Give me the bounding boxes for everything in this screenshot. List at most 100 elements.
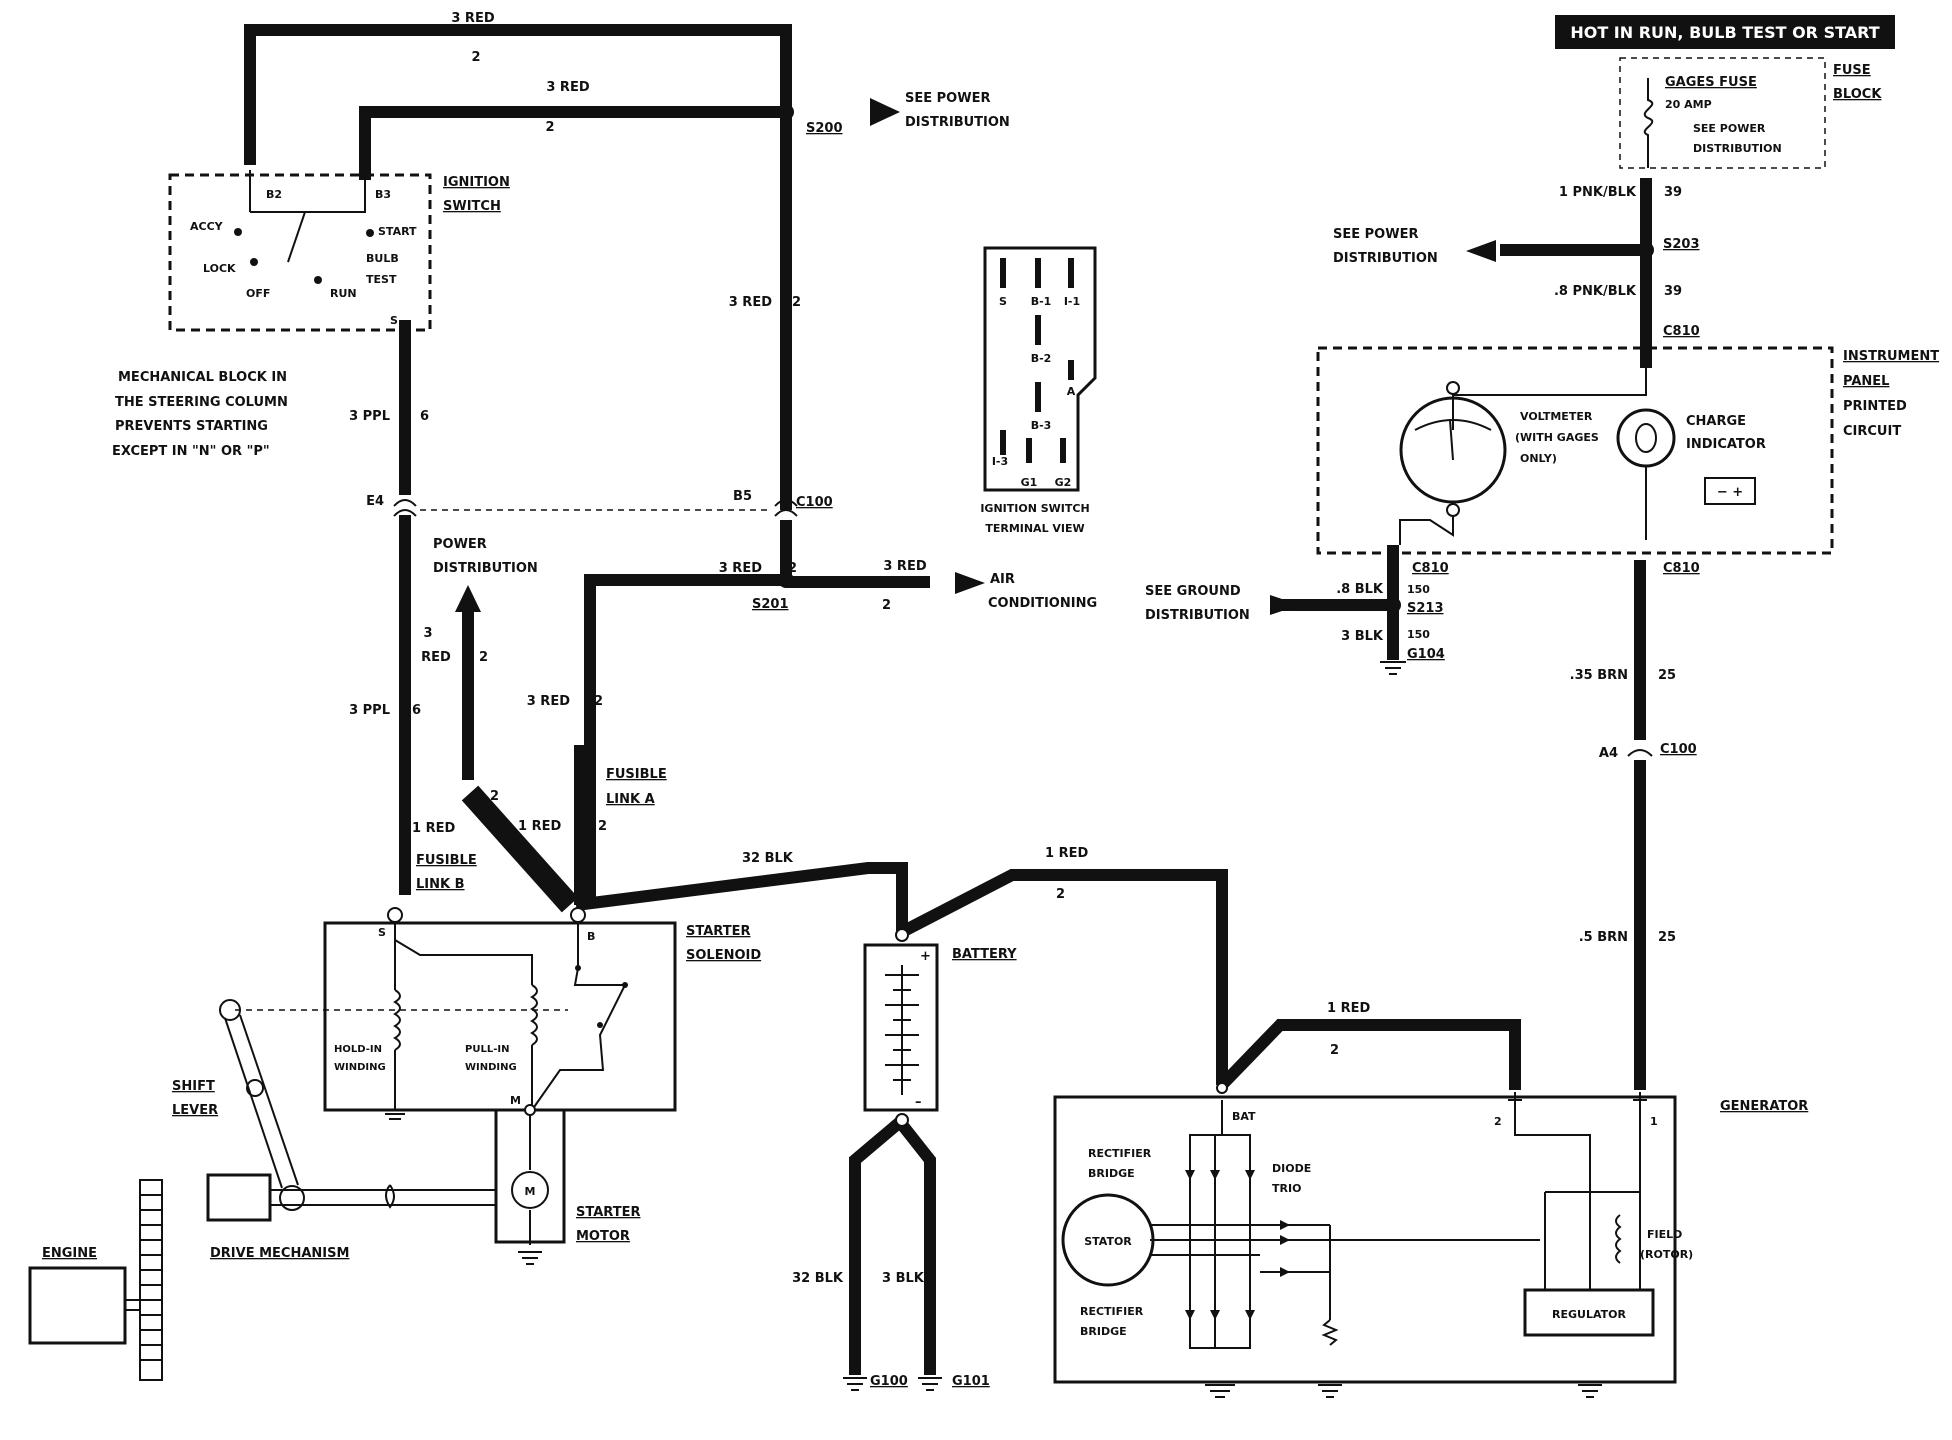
connector-c810-b: C810 [1412, 561, 1449, 576]
fusible-b-label-2: LINK B [416, 877, 465, 892]
voltmeter-label-3: ONLY) [1520, 452, 1557, 465]
wire-2-v-label: 2 [792, 295, 801, 310]
pullin-lead [394, 939, 533, 1110]
terminal-caption-1: IGNITION SWITCH [980, 502, 1089, 515]
fuse-note-1: SEE POWER [1693, 122, 1766, 135]
wire-2-top-label: 2 [471, 50, 480, 65]
arrowheads [455, 98, 1496, 615]
starter-motor-label-1: STARTER [576, 1205, 640, 1220]
splices [778, 104, 1654, 613]
connector-c100: C100 [796, 495, 833, 510]
see-ground-1: SEE GROUND [1145, 584, 1241, 599]
ignition-test: TEST [366, 273, 397, 286]
thick-wires [244, 24, 1652, 1375]
diode-trio-2: TRIO [1272, 1182, 1301, 1195]
ignition-run: RUN [330, 287, 357, 300]
shift-lever-pivot-bottom [279, 1185, 305, 1211]
charge-indicator-bulb [1635, 423, 1657, 453]
wire-1red-bat [899, 869, 1228, 1085]
arrow-see-ground [1270, 595, 1300, 615]
fusible-a-label-2: LINK A [606, 792, 655, 807]
splice-s201 [778, 572, 794, 588]
connector-a4: A4 [1599, 746, 1618, 761]
panel-label-4: CIRCUIT [1843, 424, 1901, 439]
panel-label-3: PRINTED [1843, 399, 1907, 414]
ignition-off: OFF [246, 287, 270, 300]
wire-1red-gen-label: 1 RED [1327, 1001, 1370, 1016]
wire-1red-gen [1217, 1019, 1521, 1090]
instrument-panel-outline [1316, 346, 1834, 555]
connector-s203: S203 [1663, 237, 1700, 252]
panel-trace-top [1452, 368, 1647, 430]
voltmeter-scale [1414, 419, 1492, 431]
terminal-s: S [999, 295, 1007, 308]
voltmeter-ground-trace [1399, 516, 1454, 545]
generator-ground-2 [1318, 1384, 1342, 1398]
wire-3red-v-label: 3 RED [729, 295, 772, 310]
wire-25b-label: 25 [1658, 930, 1676, 945]
wire-3red-s201-label: 3 RED [719, 561, 762, 576]
flywheel-teeth [140, 1194, 162, 1361]
connector-c810-a: C810 [1663, 324, 1700, 339]
connector-c100b-symbol [1627, 749, 1653, 757]
voltmeter-needle [1449, 419, 1454, 461]
arrow-see-power-left [1466, 240, 1496, 262]
battery-box [863, 943, 939, 1112]
battery-warning-icon [1704, 477, 1756, 505]
diode-trio-1: DIODE [1272, 1162, 1311, 1175]
holdin-label-2: WINDING [334, 1062, 386, 1073]
fusible-link-b [461, 785, 579, 913]
mech-note-1: MECHANICAL BLOCK IN [118, 370, 287, 385]
wire-1pnk-label: 1 PNK/BLK [1559, 185, 1637, 200]
generator-t2: 2 [1494, 1115, 1502, 1128]
starter-solenoid-label-1: STARTER [686, 924, 750, 939]
battery-positive-terminal [895, 928, 909, 942]
fuse-block-label-2: BLOCK [1833, 87, 1882, 102]
generator-box [1053, 1095, 1677, 1384]
wire-39b-label: 39 [1664, 284, 1682, 299]
holdin-coil [393, 989, 401, 1051]
field-leads [1544, 1191, 1640, 1290]
pullin-coil [530, 984, 538, 1046]
generator-ground-1 [1205, 1384, 1235, 1398]
engine-block [28, 1266, 127, 1345]
wire-6-b-label: 6 [412, 703, 421, 718]
arrow-power-distribution [455, 585, 481, 612]
connector-c100-b: C100 [1660, 742, 1697, 757]
wire-150b-label: 150 [1407, 628, 1430, 641]
mech-note-4: EXCEPT IN "N" OR "P" [112, 444, 270, 459]
solenoid-s-terminal [387, 907, 403, 923]
gages-fuse-label: GAGES FUSE [1665, 75, 1757, 90]
starter-solenoid-label-2: SOLENOID [686, 948, 761, 963]
wire-red-label: RED [421, 650, 451, 665]
power-dist-1: POWER [433, 537, 487, 552]
ignition-lock-contact [250, 258, 258, 266]
wire-5brn-label: .5 BRN [1579, 930, 1628, 945]
wire-32blk [575, 862, 908, 932]
shift-lever-arm [224, 1014, 299, 1189]
terminal-g1: G1 [1021, 476, 1038, 489]
connector-s200: S200 [806, 121, 843, 136]
drive-shaft [270, 1189, 497, 1206]
generator-terminal-2 [1508, 1092, 1522, 1110]
wire-3red-fl-label: 3 RED [527, 694, 570, 709]
ignition-accy-contact [234, 228, 242, 236]
wire-8blk-label: .8 BLK [1336, 582, 1384, 597]
shift-lever-label-2: LEVER [172, 1103, 218, 1118]
battery-negative-terminal [895, 1113, 909, 1127]
wire-2-pd-label: 2 [479, 650, 488, 665]
ignition-bulb: BULB [366, 252, 399, 265]
see-power-1: SEE POWER [905, 91, 990, 106]
generator-t1: 1 [1650, 1115, 1658, 1128]
ignition-lock: LOCK [203, 262, 236, 275]
regulator-label: REGULATOR [1552, 1308, 1626, 1321]
field-label-1: FIELD [1647, 1228, 1682, 1241]
battery-label: BATTERY [952, 947, 1017, 962]
fuse-block-outline [1619, 57, 1826, 169]
battery-plus: + [920, 949, 931, 964]
wire-2-bat-label: 2 [1056, 887, 1065, 902]
shift-lever-pivot-top [219, 999, 241, 1021]
see-power-b1: SEE POWER [1333, 227, 1418, 242]
pullin-label-2: WINDING [465, 1062, 517, 1073]
power-dist-2: DISTRIBUTION [433, 561, 538, 576]
